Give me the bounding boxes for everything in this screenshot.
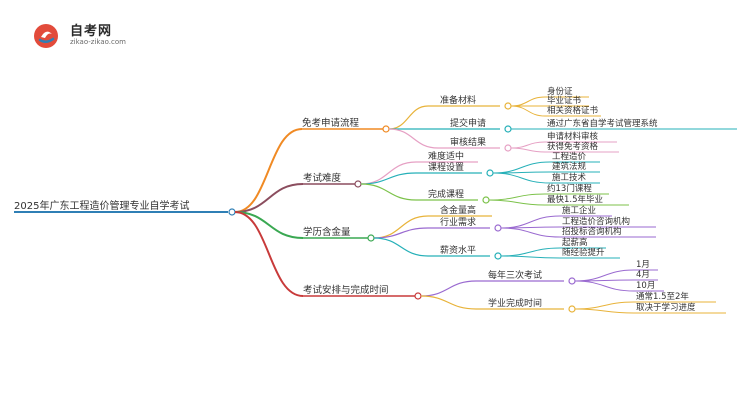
leaf-link	[492, 172, 551, 184]
leaf-label: 通常1.5至2年	[636, 291, 689, 302]
leaf-label: 建筑法规	[552, 161, 587, 172]
leaf-link	[500, 227, 561, 238]
sub-node-connector	[482, 196, 490, 204]
branch-label-3: 学历含金量	[303, 226, 351, 238]
sub-link	[420, 280, 477, 297]
leaf-link	[574, 269, 635, 282]
leaf-link	[510, 96, 546, 107]
leaf-label: 施工企业	[562, 205, 596, 216]
sub-label: 课程设置	[428, 162, 464, 173]
sub-node-connector	[494, 252, 502, 260]
leaf-link	[488, 199, 546, 206]
sub-node-connector	[568, 277, 576, 285]
sub-label: 准备材料	[440, 94, 476, 106]
sub-node-connector	[504, 102, 512, 110]
leaf-label: 获得免考资格	[547, 141, 599, 152]
leaf-link	[500, 255, 561, 259]
leaf-label: 身份证	[547, 86, 573, 97]
sub-node-connector	[494, 224, 502, 232]
sub-label: 含金量高	[440, 204, 476, 216]
logo-title: 自考网	[70, 24, 113, 39]
sub-node-connector	[504, 144, 512, 152]
leaf-label: 1月	[636, 260, 650, 270]
leaf-link	[500, 247, 561, 257]
leaf-label: 取决于学习进度	[636, 302, 696, 313]
leaf-label: 起薪高	[562, 237, 588, 248]
leaf-label: 工程造价咨询机构	[562, 216, 630, 227]
leaf-label: 随经验提升	[562, 247, 605, 258]
leaf-label: 约13门课程	[547, 183, 592, 194]
branch-link	[234, 128, 303, 213]
leaf-link	[574, 280, 635, 292]
leaf-link	[510, 147, 546, 153]
sub-label: 难度适中	[428, 150, 464, 162]
branch-label-1: 免考申请流程	[302, 117, 360, 129]
leaf-label: 4月	[636, 270, 650, 280]
sub-link	[373, 227, 429, 239]
branch-node-connector	[382, 125, 390, 133]
leaf-label: 工程造价	[552, 151, 587, 162]
sub-link	[373, 215, 429, 239]
branch-link	[234, 211, 304, 239]
sub-label: 薪资水平	[440, 244, 476, 256]
sub-label: 行业需求	[440, 216, 476, 228]
branch-label-2: 考试难度	[303, 172, 342, 184]
leaf-link	[488, 193, 546, 201]
leaf-label: 10月	[636, 281, 655, 291]
leaf-label: 申请材料审核	[547, 131, 599, 142]
sub-node-connector	[504, 125, 512, 133]
sub-label: 完成课程	[428, 188, 464, 200]
sub-node-connector	[568, 305, 576, 313]
sub-link	[420, 295, 477, 310]
branch-label-4: 考试安排与完成时间	[303, 284, 389, 296]
leaf-label: 通过广东省自学考试管理系统	[547, 118, 658, 129]
sub-label: 每年三次考试	[488, 269, 542, 281]
sub-link	[388, 105, 429, 130]
branch-node-connector	[414, 292, 422, 300]
sub-node-connector	[486, 169, 494, 177]
root-node-label: 2025年广东工程造价管理专业自学考试	[14, 199, 189, 212]
logo-url: zikao-zikao.com	[70, 38, 126, 46]
logo-icon	[34, 24, 58, 48]
sub-link	[388, 128, 439, 149]
branch-node-connector	[354, 180, 362, 188]
leaf-link	[574, 308, 635, 314]
branch-link	[234, 211, 304, 297]
leaf-label: 招投标咨询机构	[562, 226, 622, 237]
sub-link	[373, 237, 429, 257]
leaf-link	[500, 215, 561, 229]
leaf-label: 最快1.5年毕业	[547, 194, 603, 205]
sub-label: 提交申请	[450, 117, 486, 129]
leaf-link	[510, 141, 546, 149]
leaf-link	[492, 161, 551, 174]
root-node-connector	[228, 208, 236, 216]
leaf-link	[574, 301, 635, 310]
sub-link	[360, 183, 417, 201]
site-logo[interactable]: 自考网 zikao-zikao.com	[32, 18, 142, 52]
branch-link	[234, 183, 304, 213]
leaf-link	[510, 105, 546, 117]
branch-node-connector	[367, 234, 375, 242]
leaf-label: 毕业证书	[547, 95, 582, 106]
leaf-label: 施工技术	[552, 172, 587, 183]
sub-label: 审核结果	[450, 136, 486, 148]
leaf-label: 相关资格证书	[547, 105, 599, 116]
sub-label: 学业完成时间	[488, 297, 542, 309]
sub-link	[360, 172, 417, 185]
